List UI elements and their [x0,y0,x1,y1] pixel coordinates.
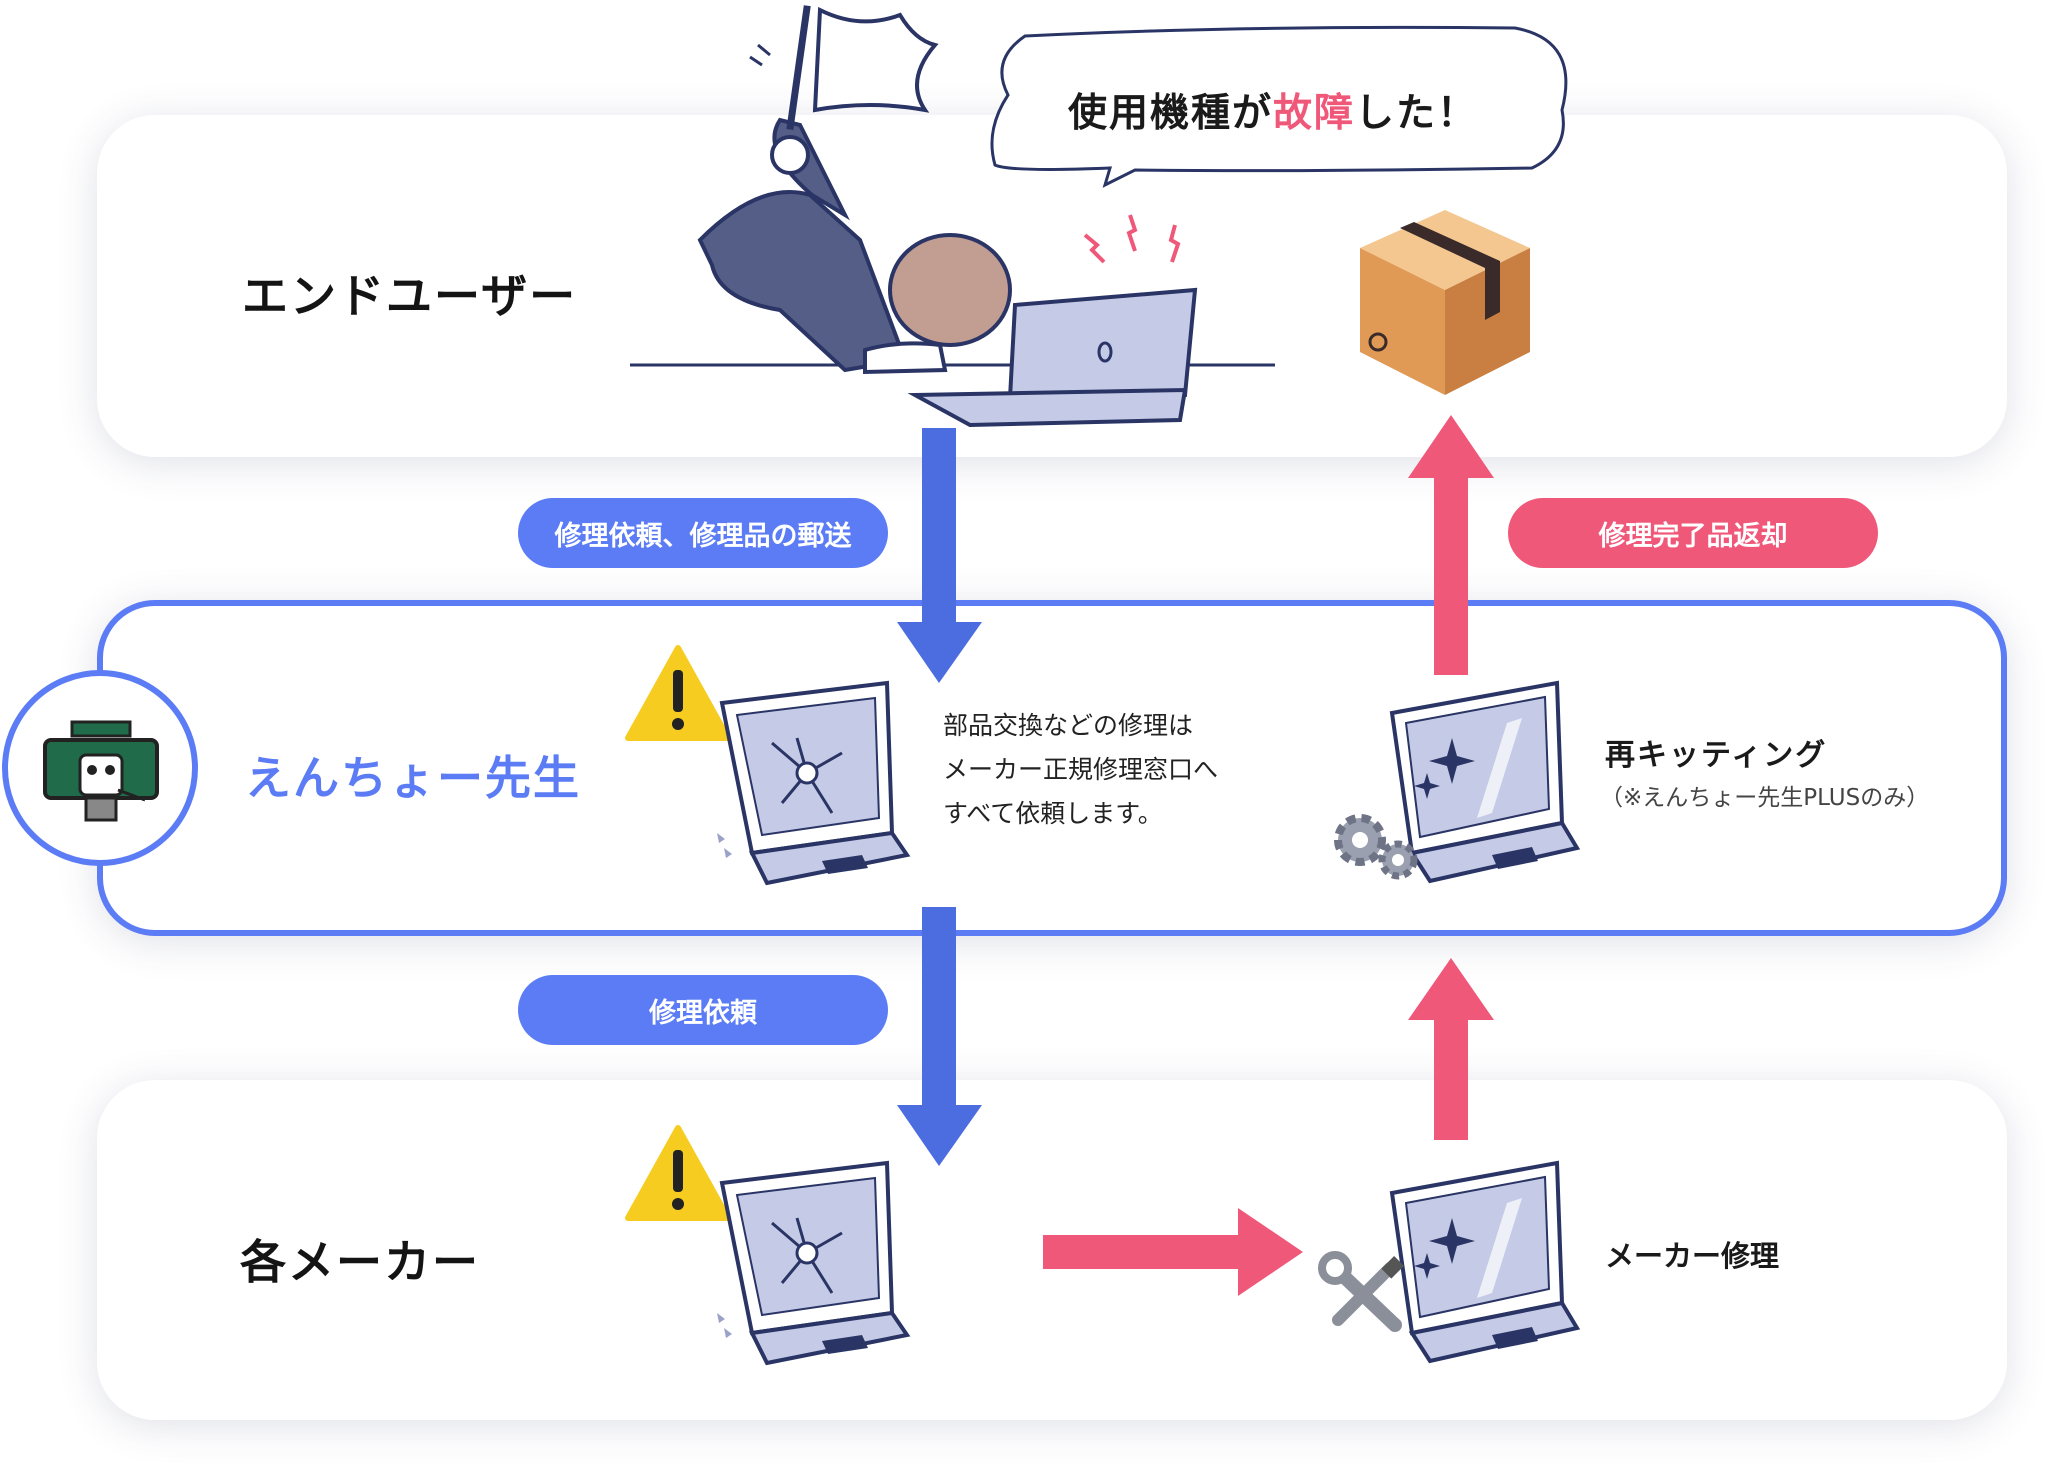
laptop-icon [907,287,1198,428]
frustrated-person-illustration [697,117,1012,375]
bubble-prefix: 使用機種が [1068,91,1274,136]
mascot-icon [2,670,198,866]
flow-label-request: 修理依頼 [518,975,888,1045]
flow-label-complete-return: 修理完了品返却 [1508,498,1878,568]
description-line: すべて依頼します。 [943,799,1163,828]
arrow-down-top [897,428,982,683]
maker-lane-label: 各メーカー [240,1235,480,1289]
speech-bubble-text: 使用機種が故障した！ [1068,82,1478,138]
lightning-icon [1083,214,1181,264]
arrow-up-top [1408,415,1494,675]
bubble-suffix: した！ [1355,91,1479,136]
wrench-screwdriver-icon [1318,1251,1405,1332]
enchou-lane-label: えんちょー先生 [245,751,581,805]
white-flag-icon [749,5,939,175]
broken-laptop-icon [715,1161,909,1365]
speech-bubble [990,25,1568,188]
arrow-up-bottom [1408,958,1494,1140]
broken-laptop-icon [715,681,909,885]
warning-icon [628,648,728,738]
flow-label-request-ship: 修理依頼、修理品の郵送 [518,498,888,568]
gears-icon [1334,814,1418,880]
warning-icon [628,1128,728,1218]
bubble-highlight: 故障 [1273,91,1356,136]
description-line: メーカー正規修理窓口へ [943,755,1219,784]
end-user-lane-label: エンドユーザー [242,269,578,323]
repaired-laptop-icon [1390,1161,1579,1363]
rekitting-laptop-icon [1390,681,1579,883]
maker-repair-label: メーカー修理 [1605,1239,1780,1273]
parts-exchange-description: 部品交換などの修理は メーカー正規修理窓口へ すべて依頼します。 [943,704,1273,836]
rekitting-title: 再キッティング [1605,738,1828,773]
enchou-lane [97,600,2007,936]
arrow-down-bottom [897,907,982,1166]
arrow-right [1043,1208,1303,1296]
cardboard-box-icon [1360,210,1530,395]
rekitting-note: （※えんちょー先生PLUSのみ） [1600,785,1930,811]
description-line: 部品交換などの修理は [943,711,1194,740]
